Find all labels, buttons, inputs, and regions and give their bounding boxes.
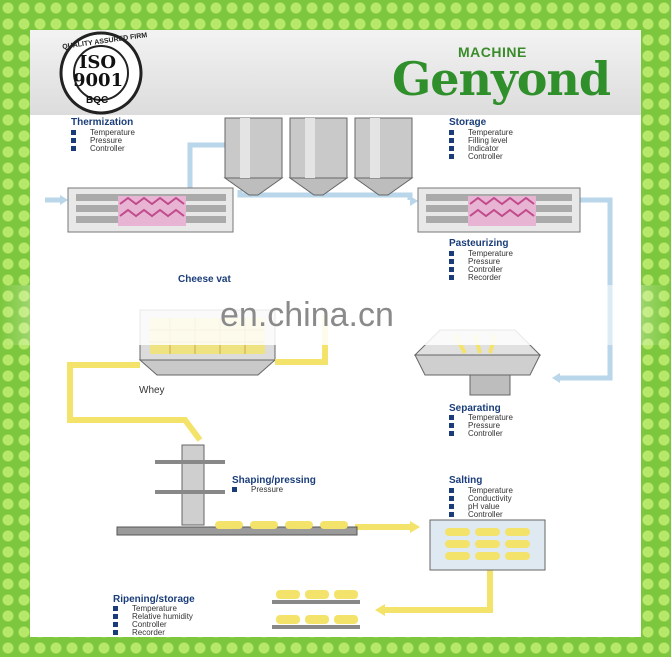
pressing-tower <box>116 444 358 536</box>
ripening-title: Ripening/storage <box>113 594 195 605</box>
badge-iso-text: ISO <box>79 52 117 73</box>
shaping-items: Pressure <box>232 486 283 494</box>
separating-title: Separating <box>449 403 501 414</box>
salting-bath <box>429 519 546 571</box>
storage-items: Temperature Filling level Indicator Cont… <box>449 129 513 161</box>
pasteurizing-items: Temperature Pressure Controller Recorder <box>449 250 513 282</box>
ripening-shelves <box>272 590 360 629</box>
brand-logo-text: Genyond <box>392 52 611 106</box>
pasteurizing-exchanger <box>417 187 581 233</box>
badge-bottom-text: BQC <box>86 95 109 106</box>
ripening-items: Temperature Relative humidity Controller… <box>113 605 193 637</box>
whey-label: Whey <box>139 385 165 396</box>
cheese-vat-title: Cheese vat <box>178 274 231 285</box>
storage-silos <box>223 117 414 196</box>
separating-items: Temperature Pressure Controller <box>449 414 513 438</box>
salting-title: Salting <box>449 475 483 486</box>
pasteurizing-title: Pasteurizing <box>449 238 509 249</box>
watermark-band <box>0 285 671 345</box>
curd-arrows <box>375 521 420 616</box>
brand-machine: MACHINE <box>458 44 527 60</box>
salting-items: Temperature Conductivity pH value Contro… <box>449 487 513 519</box>
thermization-exchanger <box>67 187 234 233</box>
thermization-items: Temperature Pressure Controller <box>71 129 135 153</box>
shaping-title: Shaping/pressing <box>232 475 316 486</box>
thermization-title: Thermization <box>71 117 134 128</box>
storage-title: Storage <box>449 117 487 128</box>
watermark-text: en.china.cn <box>220 296 394 334</box>
badge-number-text: 9001 <box>73 70 124 91</box>
